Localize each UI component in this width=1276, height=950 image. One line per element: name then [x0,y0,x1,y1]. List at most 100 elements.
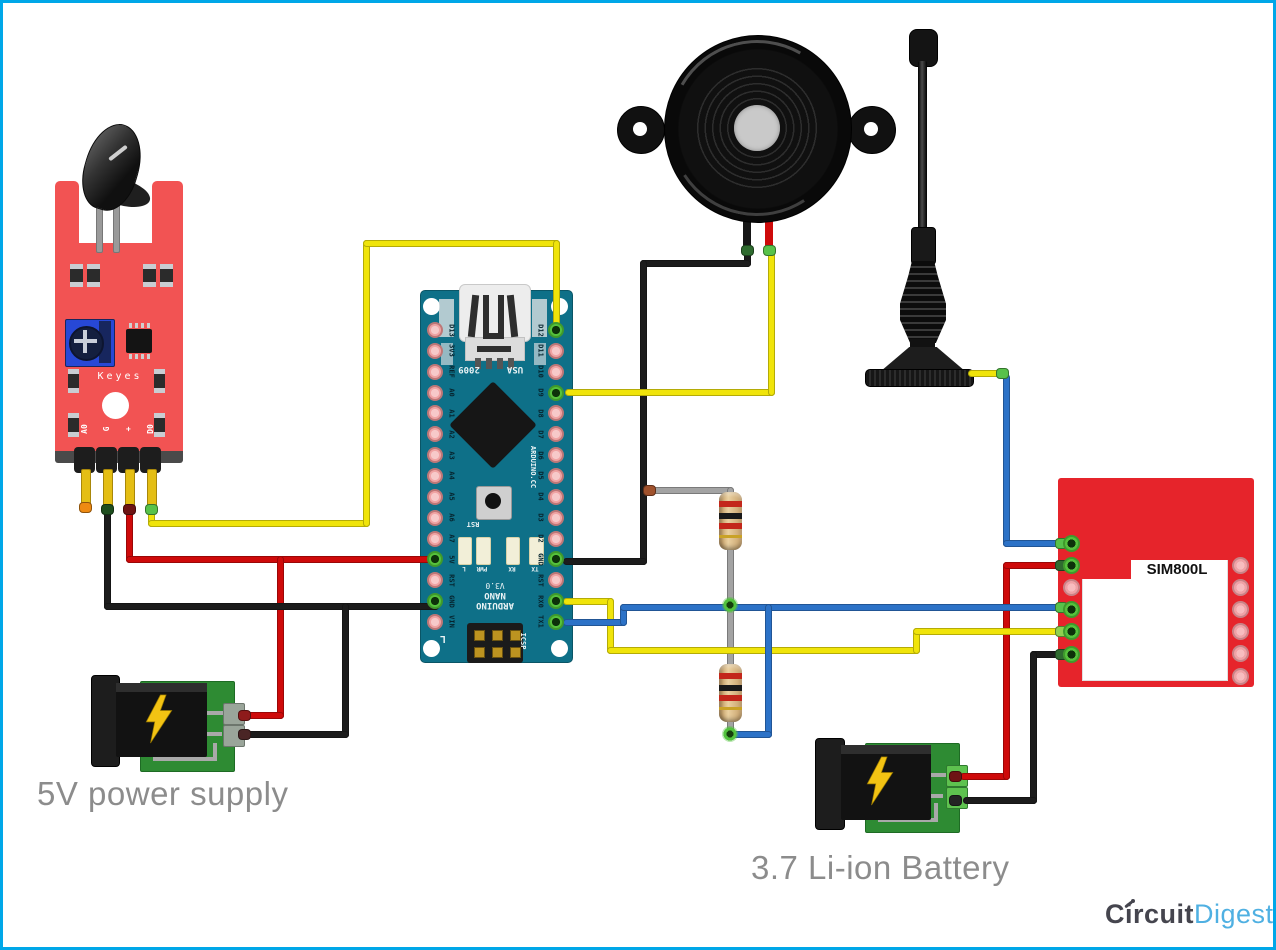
lightning-bolt-icon [145,694,173,744]
arduino-pin-left-GND [427,593,443,610]
wire-end-connector [948,770,962,782]
circuitdigest-logo: CircuitDigest [1105,899,1273,930]
wire-buzzer-to-gnd [562,557,647,565]
usb-teeth [475,358,515,369]
power-supply-caption: 5V power supply [37,775,289,812]
arduino-pin-right-TX1 [548,613,564,630]
icsp-pin [474,630,485,641]
mounting-hole [423,640,440,657]
mounting-hole [551,640,568,657]
ic-pins [129,354,150,359]
sim800l-pin-left-6 [1062,645,1080,663]
wire-rx0-to-sim [606,646,920,654]
sim800l-pin-left-5 [1062,623,1080,641]
solder-tab [534,343,546,365]
resistor-band [719,707,742,710]
resistor-band [719,695,742,701]
arduino-pin-left-A0 [427,384,443,401]
silk-corner-mark: L [439,633,447,644]
icsp-pin [492,630,503,641]
flame-sensor-pin-label-+: + [124,426,133,432]
silk-year: 2009 [458,364,480,374]
arduino-pin-left-A6 [427,509,443,526]
sim800l-shield-strip [1082,553,1228,560]
arduino-pin-label-TX1: TX1 [536,615,545,629]
silk-led-pwr: PWR [476,565,488,572]
arduino-pin-right-RX0 [548,593,564,610]
arduino-pin-right-D9 [548,384,564,401]
wire-sim-gnd-to-battery [1029,650,1069,658]
wire-sensor-plus-to-5v [239,711,284,719]
arduino-pin-right-D8 [548,405,564,422]
led-indicator [529,537,544,565]
sim800l-pin-right-4 [1231,623,1249,641]
arduino-pin-label-VIN: VIN [447,615,456,629]
arduino-pin-left-D13 [427,322,443,338]
flame-sensor-prong-left [55,181,79,247]
icsp-pin [510,630,521,641]
sim800l-pin-left-2 [1062,556,1080,574]
wire-sensor-d0-to-d12 [552,239,560,334]
logo-circuit: Circuit [1105,899,1195,929]
wire-buzzer-to-gnd [639,259,647,565]
resistor-band [719,685,742,691]
silk-icsp: ICSP [519,632,527,650]
arduino-pin-left-REF [427,363,443,380]
led-indicator [506,537,520,565]
wire-sensor-d0-to-d12 [147,519,370,527]
arduino-pin-left-A3 [427,447,443,464]
battery-jack-top-edge [841,745,931,754]
wire-resistor-net-gray [649,486,734,494]
sim800l-pin-right-3 [1231,600,1249,618]
wire-end-connector [122,503,136,515]
silk-title-line3: V3.0 [485,581,505,590]
wire-antenna-stub [967,369,1003,377]
wire-end-connector [237,709,251,721]
wire-antenna-to-sim [1002,373,1010,547]
wire-tx1-to-sim [619,603,627,626]
resistor-band [719,523,742,529]
buzzer-lead-positive [765,203,773,253]
smd-component [70,264,83,287]
arduino-pin-left-A4 [427,467,443,484]
smd-component [87,264,100,287]
battery-jack-flange [815,738,845,830]
smd-component [160,264,173,287]
arduino-pin-left-5V [427,551,443,568]
arduino-pin-right-GND [548,551,564,568]
barrel-jack-top-edge [116,683,207,692]
wire-sensor-gnd-to-gnd [103,602,439,610]
wire-rx0-to-sim [606,597,614,654]
buzzer-lead-negative [743,203,751,253]
wire-sim-gnd-to-battery [962,796,1037,804]
wire-end-connector [762,244,776,256]
sim800l-pin-left-1 [1062,534,1080,552]
wire-sensor-d0-to-d12 [362,239,560,247]
sim800l-pin-left-3 [1062,578,1080,596]
wire-end-connector [995,367,1009,379]
sim800l-shield-block [1082,553,1131,579]
icsp-pin [492,647,503,658]
led-indicator [458,537,472,565]
antenna-joint [911,227,936,265]
arduino-pin-right-D2 [548,530,564,547]
wire-end-connector [948,794,962,806]
sim800l-label: SIM800L [1146,561,1208,578]
arduino-pin-left-A5 [427,488,443,505]
flame-sensor-pin-label-A0: A0 [80,424,89,434]
wire-sensor-plus-to-5v [276,555,284,719]
arduino-pin-left-3V3 [427,342,443,359]
flame-sensor-prong-right [152,181,183,247]
wire-sensor-d0-to-d12 [147,507,155,527]
usb-glyph-bottom [477,346,511,352]
arduino-pin-right-D12 [548,322,564,338]
wire-tx1-to-sim [562,618,627,626]
ir-led-leg [96,203,103,253]
silk-reset: RST [466,520,480,528]
wire-rx0-to-sim [562,597,614,605]
mounting-hole [102,392,129,419]
wire-rx0-to-sim [912,627,920,654]
arduino-pin-right-D6 [548,447,564,464]
flame-sensor-pin-label-D0: D0 [146,424,155,434]
